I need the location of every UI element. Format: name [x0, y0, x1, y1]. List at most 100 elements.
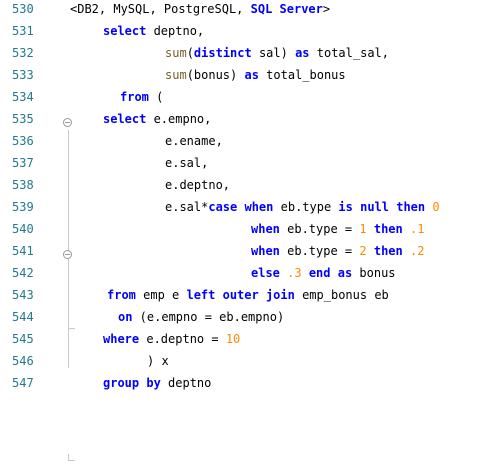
code-text: sum(distinct sal) as total_sal, [165, 42, 389, 64]
code-token [367, 222, 374, 236]
code-line[interactable]: 544 on (e.empno = eb.empno) [0, 308, 499, 330]
code-token: (bonus) [186, 68, 245, 82]
code-token: .1 [410, 222, 425, 236]
code-token: e.ename, [165, 134, 223, 148]
code-token: SQL Server [250, 2, 323, 16]
line-number: 539 [12, 200, 34, 214]
code-text: select e.empno, [103, 108, 211, 130]
code-token [302, 266, 309, 280]
code-token: e.sal* [165, 200, 209, 214]
code-token: e.deptno = [139, 332, 226, 346]
code-token: from [107, 288, 136, 302]
code-token: when [251, 244, 280, 258]
code-token: then [373, 244, 403, 258]
code-text: e.deptno, [165, 174, 230, 196]
code-token: ( [186, 46, 194, 60]
line-number: 546 [12, 354, 34, 368]
code-token: when [251, 222, 280, 236]
code-text: else .3 end as bonus [251, 262, 396, 284]
line-number: 535 [12, 112, 34, 126]
code-token: ) x [147, 354, 169, 368]
code-token [367, 244, 374, 258]
code-line[interactable]: 545 where e.deptno = 10 [0, 330, 499, 352]
code-token: else [251, 266, 280, 280]
line-number: 547 [12, 376, 34, 390]
code-token: e.deptno, [165, 178, 231, 192]
code-token: emp e [135, 288, 187, 302]
fold-end-marker [68, 322, 75, 329]
code-text: when eb.type = 1 then .1 [251, 218, 424, 240]
line-number: 530 [12, 2, 34, 16]
code-text: select deptno, [103, 20, 204, 42]
code-line[interactable]: 543 from emp e left outer join emp_bonus … [0, 286, 499, 308]
code-token: sal) [251, 46, 296, 60]
code-token: left outer join [186, 288, 295, 302]
code-line[interactable]: 541 when eb.type = 2 then .2 [0, 242, 499, 264]
code-token: on [118, 310, 133, 324]
code-text: ) x [147, 350, 169, 372]
code-text: e.sal, [165, 152, 208, 174]
code-token: <DB2, MySQL, PostgreSQL, [70, 2, 251, 16]
code-token: distinct [193, 46, 252, 60]
code-line[interactable]: 530 <DB2, MySQL, PostgreSQL, SQL Server> [0, 0, 499, 22]
code-line[interactable]: 546 ) x [0, 352, 499, 374]
fold-toggle-icon[interactable] [63, 250, 72, 259]
code-line[interactable]: 547 group by deptno [0, 374, 499, 396]
code-token [403, 222, 410, 236]
code-text: sum(bonus) as total_bonus [165, 64, 346, 86]
code-token: 0 [432, 200, 440, 214]
code-token: > [322, 2, 331, 16]
code-token: then [373, 222, 403, 236]
line-number: 545 [12, 332, 34, 346]
code-line[interactable]: 533 sum(bonus) as total_bonus [0, 66, 499, 88]
code-token: deptno [160, 376, 212, 390]
code-token: select [103, 112, 147, 126]
code-token: .3 [287, 266, 302, 280]
line-number: 543 [12, 288, 34, 302]
fold-guide-from [68, 130, 69, 368]
code-text: from ( [120, 86, 163, 108]
code-text: <DB2, MySQL, PostgreSQL, SQL Server> [70, 0, 330, 20]
code-line[interactable]: 539 e.sal*case when eb.type is null then … [0, 198, 499, 220]
code-token: emp_bonus eb [294, 288, 389, 302]
code-token: e.empno, [146, 112, 212, 126]
code-token: eb.type = [279, 244, 360, 258]
code-token [403, 244, 410, 258]
code-line[interactable]: 535 select e.empno, [0, 110, 499, 132]
code-token: eb.type [273, 200, 339, 214]
code-token: sum [165, 46, 187, 60]
code-token: as [295, 46, 310, 60]
code-text: e.sal*case when eb.type is null then 0 [165, 196, 440, 218]
fold-end-marker [68, 454, 75, 461]
code-token: select [103, 24, 147, 38]
code-text: where e.deptno = 10 [103, 328, 240, 350]
code-text: when eb.type = 2 then .2 [251, 240, 424, 262]
code-token: end as [308, 266, 353, 280]
code-text: from emp e left outer join emp_bonus eb [107, 284, 389, 306]
code-token: eb.type = [279, 222, 360, 236]
line-number: 541 [12, 244, 34, 258]
code-token: 2 [359, 244, 367, 258]
code-token: 1 [359, 222, 367, 236]
line-number: 544 [12, 310, 34, 324]
code-text: e.ename, [165, 130, 223, 152]
code-token: ( [148, 90, 164, 104]
code-token: group by [103, 376, 161, 390]
code-token: sum [165, 68, 187, 82]
code-token: from [120, 90, 149, 104]
line-number: 533 [12, 68, 34, 82]
code-token: e.sal, [165, 156, 209, 170]
code-token: deptno, [146, 24, 205, 38]
code-text: on (e.empno = eb.empno) [118, 306, 284, 328]
fold-toggle-icon[interactable] [63, 118, 72, 127]
code-token: as [244, 68, 259, 82]
